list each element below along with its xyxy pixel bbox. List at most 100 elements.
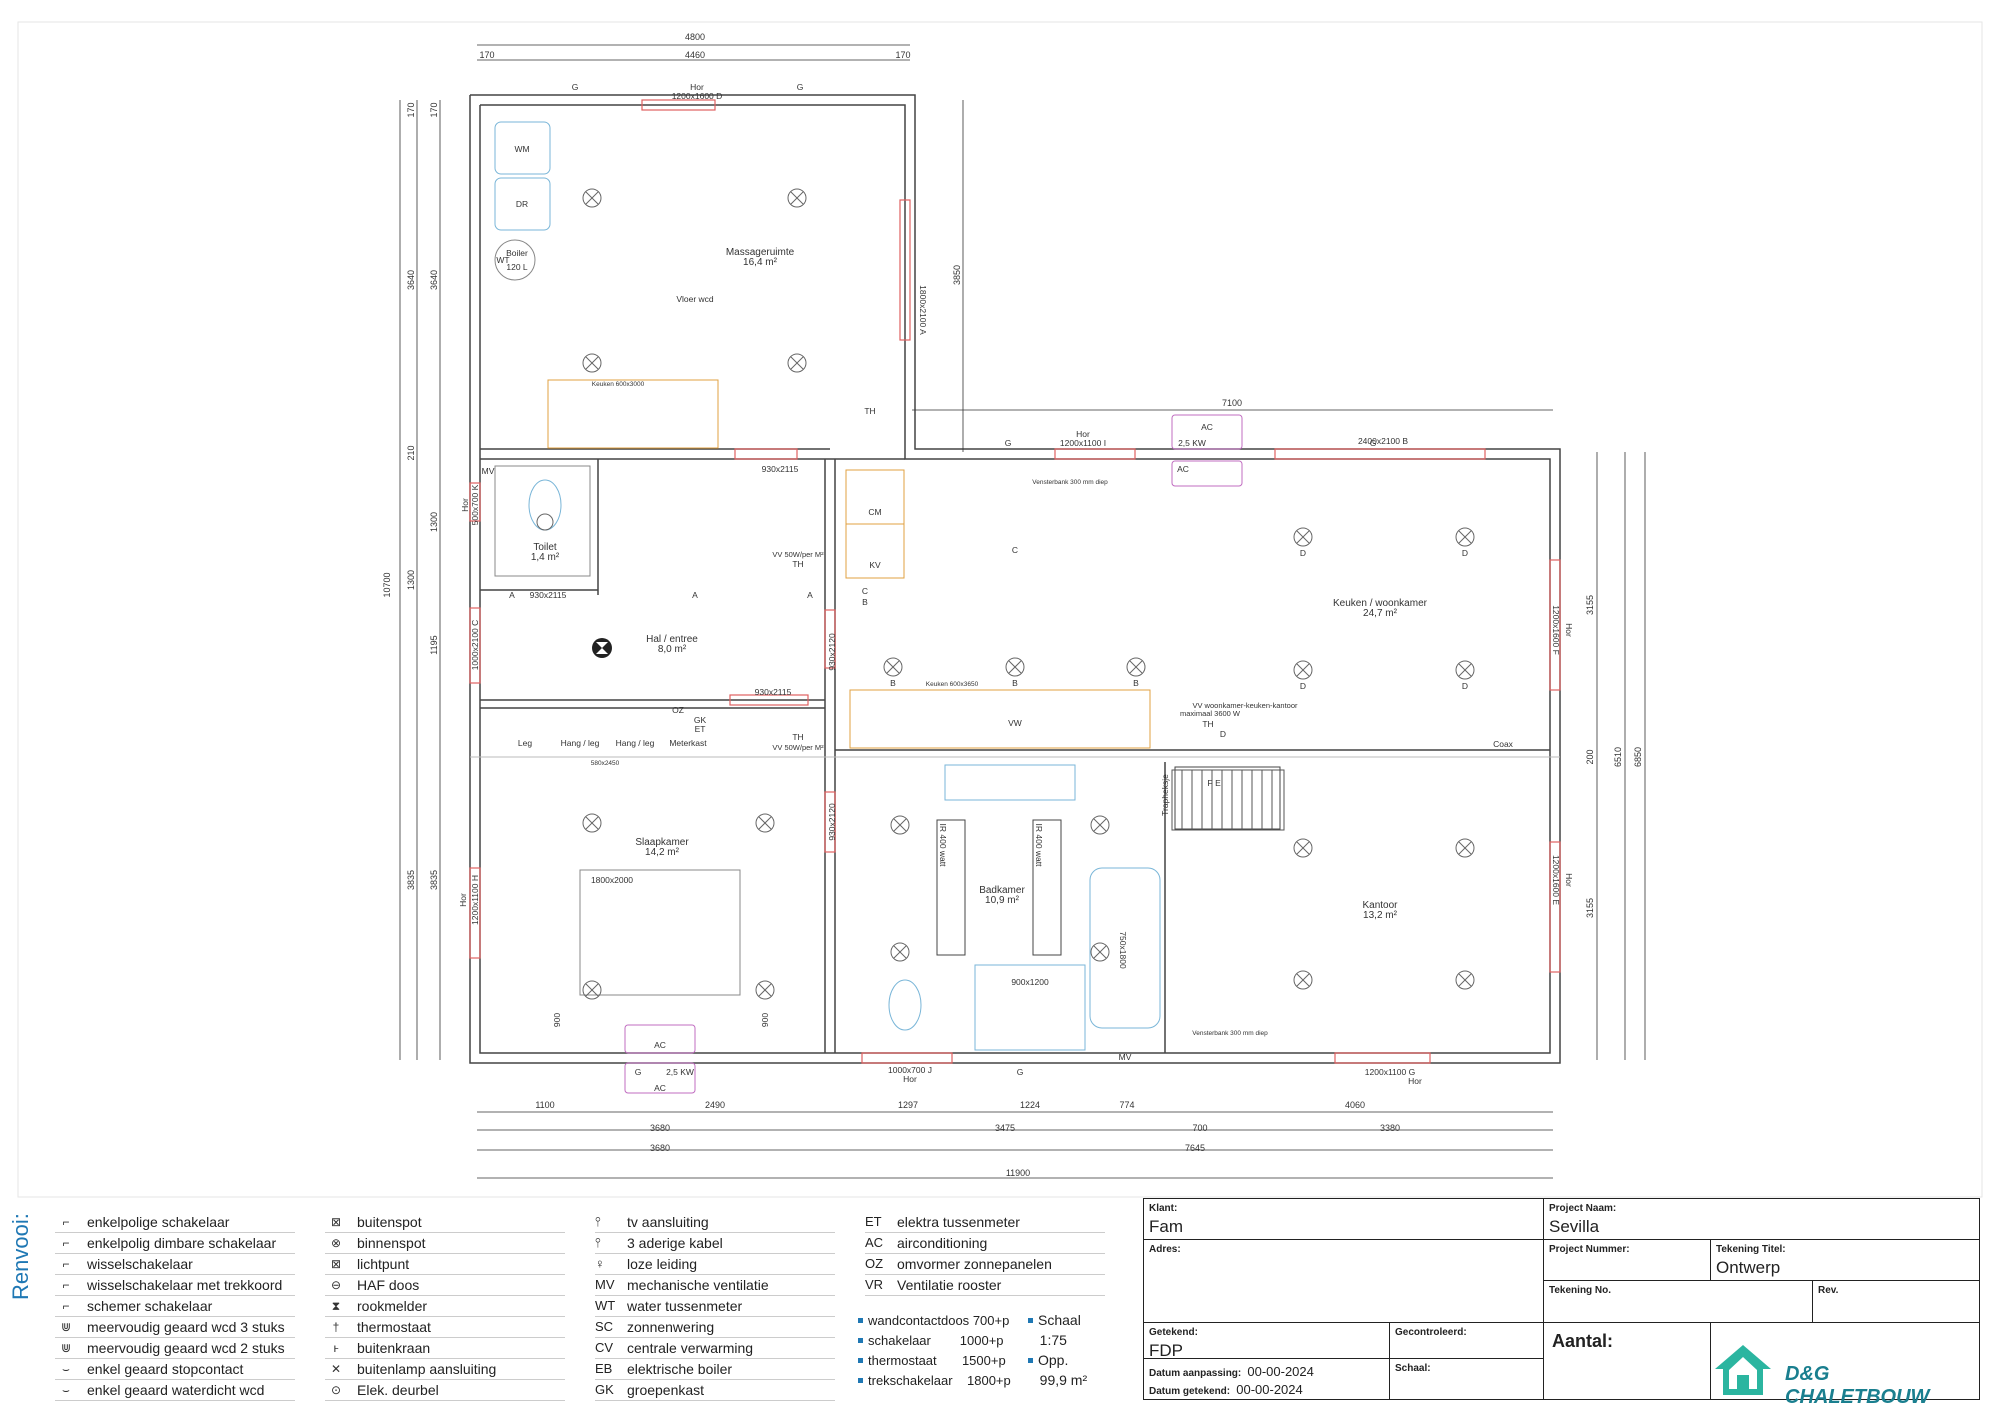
area-value: 99,9 m² xyxy=(1039,1372,1088,1388)
dim-top-mid: 4460 xyxy=(685,50,705,60)
indoor-spot-icon xyxy=(1455,660,1475,680)
room-name: Kantoor xyxy=(1362,900,1398,911)
dim-b1-12: 4060 xyxy=(1345,1100,1365,1110)
dim-left-3: 210 xyxy=(406,445,416,460)
legend-item: ⌐enkelpolig dimbare schakelaar xyxy=(55,1233,295,1254)
legend-item: ✕buitenlamp aansluiting xyxy=(325,1359,565,1380)
dim-b3-2: 3680 xyxy=(650,1143,670,1153)
indoor-spot-icon xyxy=(1126,657,1146,677)
indoor-spot-icon xyxy=(1293,527,1313,547)
room-area: 13,2 m² xyxy=(1363,910,1398,921)
window-h: 1200x1100 H xyxy=(470,875,480,925)
label-a: A xyxy=(807,590,813,600)
legend-item: ⌣enkel geaard stopcontact xyxy=(55,1359,295,1380)
legend-title: Renvooi: xyxy=(8,1213,33,1300)
label-mv: MV xyxy=(1119,1052,1132,1062)
room-area: 10,9 m² xyxy=(985,895,1020,906)
label-b: B xyxy=(862,597,868,607)
dim-bottom-total: 11900 xyxy=(1006,1168,1030,1178)
label-kast: 580x2450 xyxy=(591,760,620,767)
room-labels: Massageruimte 16,4 m² Toilet 1,4 m² Hal … xyxy=(531,247,1428,921)
window-k: 500x700 K xyxy=(470,484,480,525)
room-name: Massageruimte xyxy=(726,247,795,258)
summary-row: trekschakelaar 1800+p xyxy=(858,1370,1011,1390)
legend-item: ⫯tv aansluiting xyxy=(595,1212,835,1233)
smoke-detector-icon: ⧗ xyxy=(331,1299,341,1313)
empty-conduit-icon: ♀ xyxy=(595,1256,605,1271)
indoor-spot-icon xyxy=(1293,970,1313,990)
dim-b1-6: 1297 xyxy=(898,1100,918,1110)
dim-right-t2: 6850 xyxy=(1633,747,1643,767)
dim-right-2: 200 xyxy=(1585,749,1595,764)
tb-getekend: Getekend:FDP xyxy=(1143,1322,1390,1360)
switch-icon: ⌐ xyxy=(62,1215,70,1229)
label-et: ET xyxy=(695,724,706,734)
dim-left-1: 170 xyxy=(406,102,416,117)
label-mv: MV xyxy=(482,466,495,476)
label-wt: WT xyxy=(496,255,509,265)
tb-aantal: Aantal: xyxy=(1543,1322,1711,1400)
window-g-hor: Hor xyxy=(1408,1076,1422,1086)
window-e-hor: Hor xyxy=(1564,873,1574,887)
house-logo-icon xyxy=(1715,1345,1771,1395)
label-ir: IR 400 watt xyxy=(938,824,948,868)
label-bed: 1800x2000 xyxy=(591,875,633,885)
dim-b1-8: 1224 xyxy=(1020,1100,1040,1110)
indoor-spot-icon xyxy=(1293,660,1313,680)
ac-units xyxy=(624,414,1243,1094)
logo-text: D&G CHALETBOUW xyxy=(1785,1363,1930,1408)
label-vv3: VV woonkamer-keuken-kantoor xyxy=(1192,701,1298,710)
tb-rev: Rev. xyxy=(1812,1280,1980,1323)
toggle-switch-icon: ⌐ xyxy=(62,1257,70,1271)
label-th: TH xyxy=(792,732,803,742)
indoor-spot-icon xyxy=(890,815,910,835)
scale-label: Schaal xyxy=(1038,1312,1081,1328)
label-kv: KV xyxy=(869,560,881,570)
indoor-spot-icon xyxy=(1455,527,1475,547)
label-vv: VV 50W/per M² xyxy=(772,743,824,752)
legend-item: †thermostaat xyxy=(325,1317,565,1338)
dim-top-left: 170 xyxy=(479,50,494,60)
indoor-spot-icon xyxy=(755,980,775,1000)
label-ac: AC xyxy=(654,1040,666,1050)
label-keuken2: Keuken 600x3650 xyxy=(926,681,979,688)
legend-item: ⌣enkel geaard waterdicht wcd xyxy=(55,1380,295,1401)
tb-gecontroleerd: Gecontroleerd: xyxy=(1389,1322,1544,1359)
label-vloer: Vloer wcd xyxy=(676,294,714,304)
walls xyxy=(469,94,1561,1064)
label-c: C xyxy=(1012,545,1018,555)
window-b: 2400x2100 B xyxy=(1358,436,1408,446)
label-d: D xyxy=(1300,681,1306,691)
indoor-spot-icon: ⊗ xyxy=(330,1236,342,1250)
dim-b1-4: 2490 xyxy=(705,1100,725,1110)
window-i: 1200x1100 I xyxy=(1060,438,1106,448)
label-trap: Trapheksje xyxy=(1160,774,1170,816)
window-a: 1800x2100 A xyxy=(918,285,928,335)
dim-left-total: 10700 xyxy=(382,572,392,597)
legend-item: ⌐enkelpolige schakelaar xyxy=(55,1212,295,1233)
indoor-spot-icon xyxy=(582,980,602,1000)
label-ac: AC xyxy=(1177,464,1189,474)
room-area: 1,4 m² xyxy=(531,552,560,563)
scale-value: 1:75 xyxy=(1039,1332,1067,1348)
room-area: 16,4 m² xyxy=(743,257,778,268)
dimension-lines xyxy=(399,44,1646,1179)
label-hangleg: Hang / leg xyxy=(616,738,655,748)
label-900: 900 xyxy=(760,1013,770,1027)
window-k-hor: Hor xyxy=(460,498,470,512)
label-ac: AC xyxy=(1201,422,1213,432)
door-label: 930x2115 xyxy=(762,464,799,474)
price-summary: wandcontactdoos 700+p schakelaar 1000+p … xyxy=(858,1310,1011,1390)
legend-item: ⫯3 aderige kabel xyxy=(595,1233,835,1254)
label-g: G xyxy=(572,82,579,92)
twilight-switch-icon: ⌐ xyxy=(62,1299,70,1313)
socket-icon: ⌣ xyxy=(62,1362,70,1376)
label-d: D xyxy=(1300,548,1306,558)
label-dr: DR xyxy=(516,199,528,209)
label-ir: IR 400 watt xyxy=(1034,824,1044,868)
legend-item: ⌐schemer schakelaar xyxy=(55,1296,295,1317)
label-bad: 750x1800 xyxy=(1118,931,1128,969)
